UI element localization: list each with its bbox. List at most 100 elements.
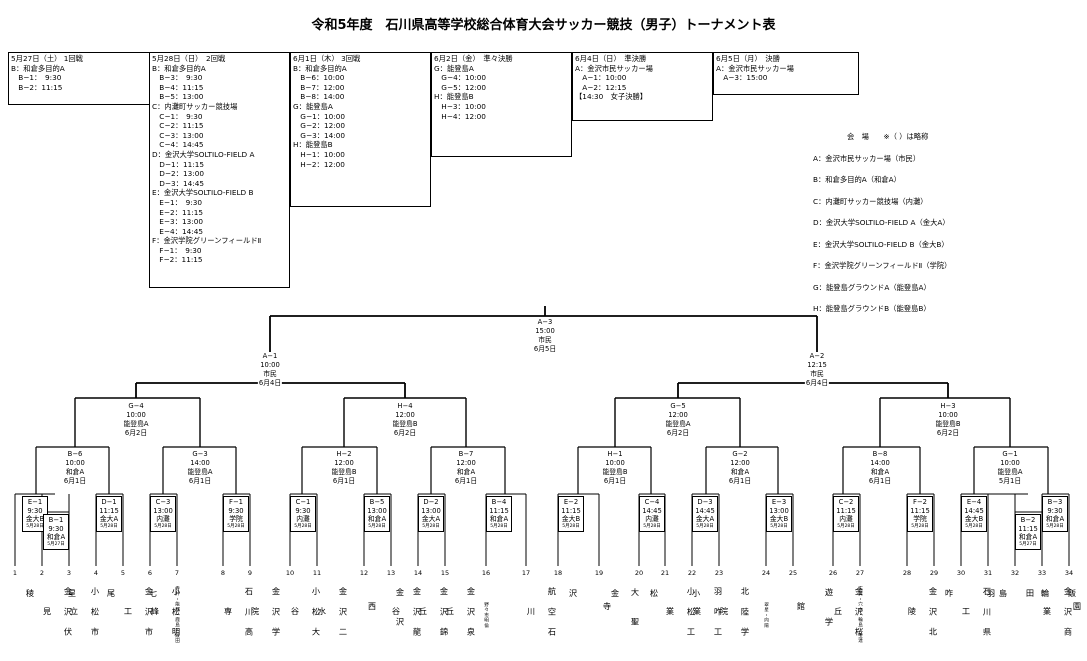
- match-label-line: 10:00: [260, 361, 280, 369]
- match-label-line: 6月2日: [666, 429, 690, 437]
- match-box-line: 和倉A: [1045, 515, 1065, 524]
- schedule-line: A−1：10:00: [575, 73, 627, 83]
- match-label-line: 6月1日: [63, 477, 87, 485]
- team-name: 志賀・穴水・輪島・宝達: [857, 585, 863, 644]
- venue-item: D：金沢大学SOLTILO-FIELD A（金大A）: [813, 218, 950, 227]
- match-label-line: 市民: [810, 370, 824, 378]
- team-number: 32: [1010, 569, 1020, 577]
- match-box-date: 5月28日: [696, 523, 714, 529]
- match-box-line: 14:45: [695, 506, 715, 515]
- match-box-line: 金大A: [99, 515, 119, 524]
- match-label-line: 能登島B: [392, 420, 418, 428]
- match-box-line: 11:15: [910, 506, 930, 515]
- match-box-line: E−2: [563, 498, 579, 506]
- match-label-line: G−1: [1002, 450, 1018, 458]
- page-title: 令和5年度 石川県高等学校総合体育大会サッカー競技（男子）トーナメント表: [311, 18, 776, 33]
- match-box-line: C−3: [155, 498, 171, 506]
- team-number: 20: [634, 569, 644, 577]
- team-number: 9: [247, 569, 253, 577]
- team-number: 24: [761, 569, 771, 577]
- team-name: 石川高専: [223, 586, 254, 648]
- schedule-line: G−2：12:00: [293, 121, 346, 131]
- match-box-line: 13:00: [367, 506, 387, 515]
- team-name: 金沢: [568, 588, 620, 646]
- match-label-line: H−1: [607, 450, 623, 458]
- match-label-line: 能登島B: [331, 468, 357, 476]
- schedule-line: E−2：11:15: [152, 207, 203, 217]
- schedule-line: E−4：14:45: [152, 226, 203, 236]
- match-box-line: 学院: [229, 515, 243, 524]
- match-label-line: G−5: [670, 402, 686, 410]
- team-number: 14: [413, 569, 423, 577]
- team-number: 4: [93, 569, 99, 577]
- match-box-line: 11:15: [99, 506, 119, 515]
- team-name: 輪島: [998, 588, 1050, 646]
- venue-item: B：和倉多目的A（和倉A）: [813, 175, 901, 184]
- schedule-line: H−2：12:00: [293, 159, 345, 169]
- team-name: 飯田: [1025, 588, 1077, 646]
- match-box-line: 和倉A: [1018, 533, 1038, 542]
- team-name: 金沢学院: [250, 586, 281, 648]
- match-label-line: 6月2日: [936, 429, 960, 437]
- venue-item: E：金沢大学SOLTILO-FIELD B（金大B）: [813, 239, 949, 249]
- team-entry: 9 金沢学院: [244, 569, 281, 657]
- match-label-line: H−4: [397, 402, 413, 410]
- match-box-date: 5月28日: [227, 523, 245, 529]
- schedule-line: F−2：11:15: [152, 255, 203, 265]
- match-label-line: 12:00: [730, 459, 750, 467]
- team-number: 28: [902, 569, 912, 577]
- match-box-date: 5月28日: [837, 523, 855, 529]
- schedule-line: H−3：10:00: [434, 101, 486, 111]
- match-box-line: F−1: [229, 498, 243, 506]
- match-box-line: 金大A: [421, 515, 441, 524]
- match-box-line: E−1: [27, 498, 43, 506]
- team-number: 8: [220, 569, 226, 577]
- match-label-line: 6月1日: [332, 477, 356, 485]
- match-box-date: 5月28日: [643, 523, 661, 529]
- schedule-round-heading: 6月5日（月） 決勝: [716, 54, 781, 63]
- team-name: 金沢商業: [1042, 586, 1073, 648]
- match-box-date: 5月27日: [1019, 541, 1037, 547]
- match-box-line: 金大B: [964, 515, 984, 524]
- team-number: 33: [1037, 569, 1047, 577]
- match-label-line: 和倉A: [870, 468, 890, 476]
- schedule-line: G：能登島A: [434, 63, 474, 73]
- match-box-line: 9:30: [295, 506, 311, 515]
- team-name: 金沢錦丘: [418, 586, 449, 648]
- schedule-line: D−3：14:45: [152, 178, 204, 188]
- match-label-line: A−1: [262, 352, 278, 360]
- team-entry: 32 飯田: [1009, 569, 1077, 657]
- match-label-line: 和倉A: [730, 468, 750, 476]
- match-label-line: 12:15: [807, 361, 827, 369]
- team-number: 21: [660, 569, 670, 577]
- match-box-line: 和倉A: [46, 533, 66, 542]
- match-label-line: B−6: [67, 450, 83, 458]
